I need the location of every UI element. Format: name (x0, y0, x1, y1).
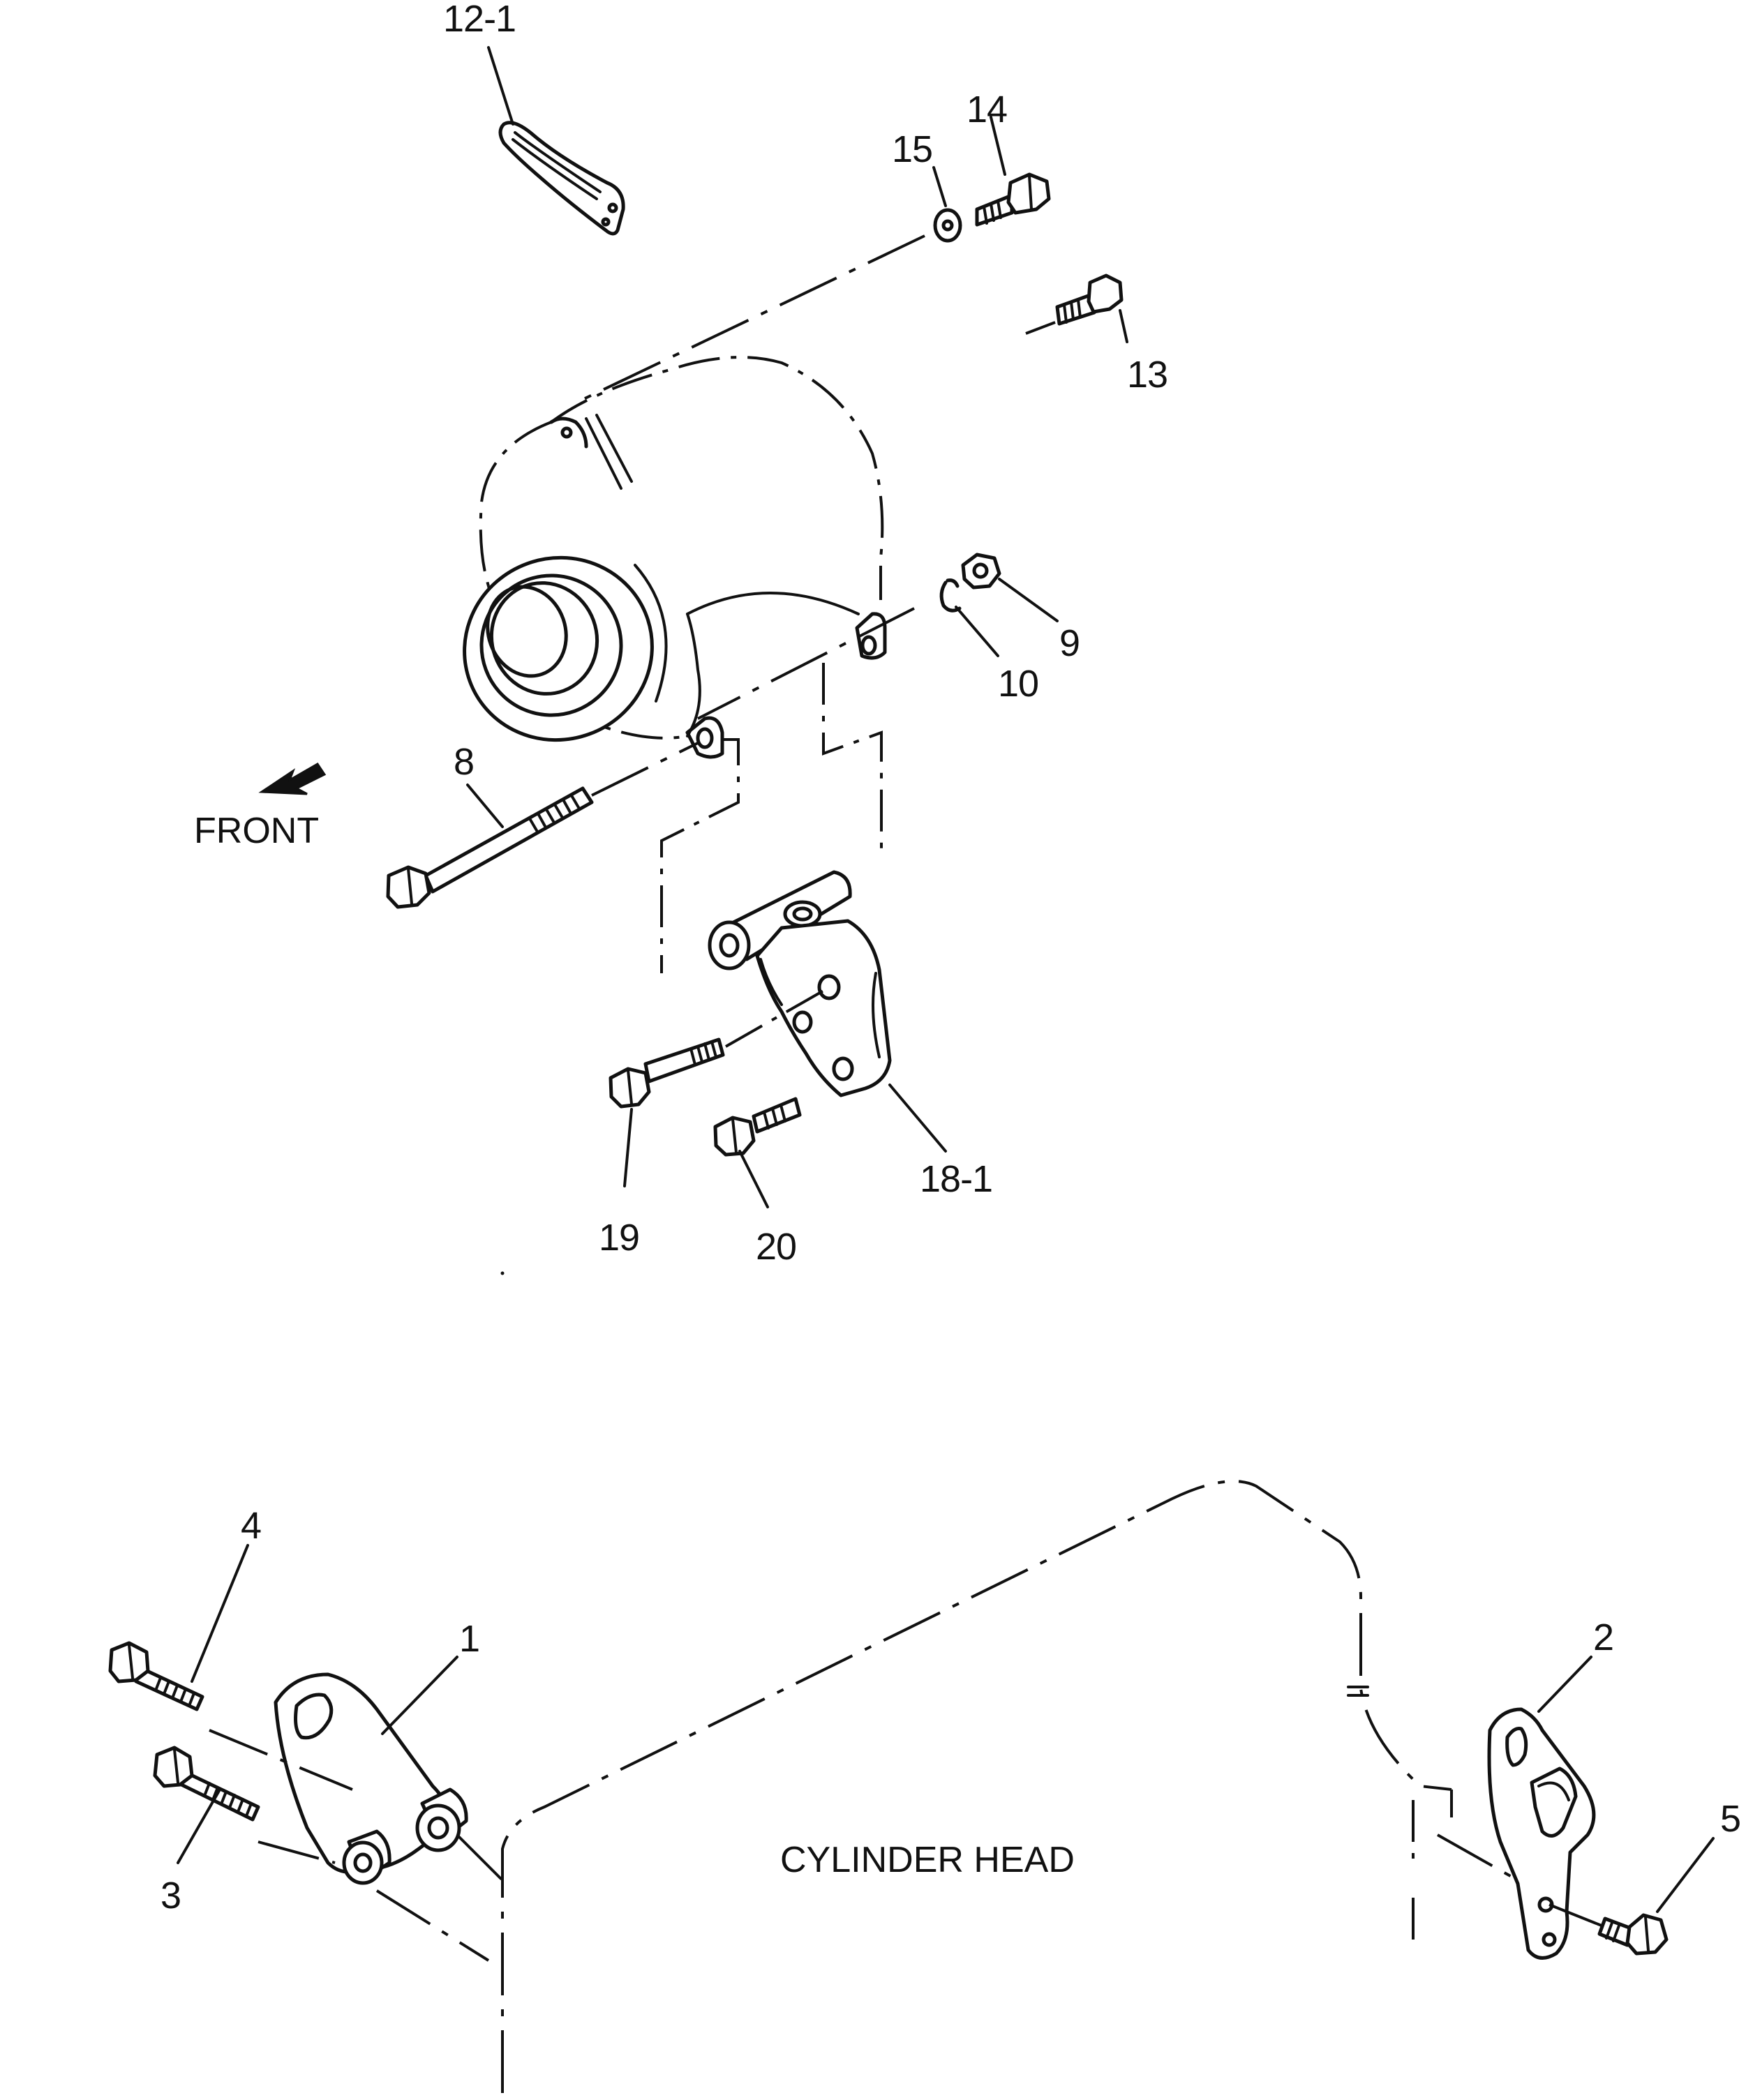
label-9: 9 (1059, 622, 1080, 664)
cylinder-head-outline (501, 1480, 1453, 2093)
label-14: 14 (967, 89, 1007, 130)
bolt-20 (713, 1097, 802, 1157)
through-bolt-8 (386, 786, 594, 909)
bolt-14 (975, 172, 1051, 227)
bolt-19 (609, 989, 824, 1109)
label-1: 1 (459, 1618, 479, 1660)
bolt-3 (153, 1746, 260, 1822)
label-4: 4 (241, 1505, 261, 1547)
label-13: 13 (1127, 354, 1167, 396)
front-arrow-icon (258, 762, 327, 795)
bolt-4 (108, 1641, 204, 1711)
label-10: 10 (998, 663, 1038, 705)
label-19: 19 (599, 1217, 639, 1259)
label-3: 3 (161, 1875, 181, 1917)
bolt-5 (1597, 1913, 1669, 1956)
alternator (463, 356, 887, 759)
leader-lines (177, 46, 1715, 1913)
bracket-1 (274, 1672, 468, 1885)
label-5: 5 (1720, 1798, 1740, 1840)
label-2: 2 (1593, 1617, 1613, 1658)
bolt-13 (1025, 273, 1124, 335)
bracket-18-1 (708, 870, 892, 1097)
spring-washer-10 (939, 578, 962, 613)
label-18-1: 18-1 (920, 1158, 992, 1200)
front-label: FRONT (194, 811, 319, 851)
label-20: 20 (756, 1226, 796, 1268)
label-12-1: 12-1 (443, 0, 516, 40)
label-15: 15 (892, 128, 932, 170)
adjusting-plate-12-1 (498, 121, 625, 1275)
nut-9 (961, 553, 1001, 590)
bracket-2 (1487, 1707, 1596, 1960)
label-8: 8 (454, 741, 474, 783)
cylinder-head-label: CYLINDER HEAD (780, 1840, 1075, 1880)
washer-15 (933, 208, 962, 243)
